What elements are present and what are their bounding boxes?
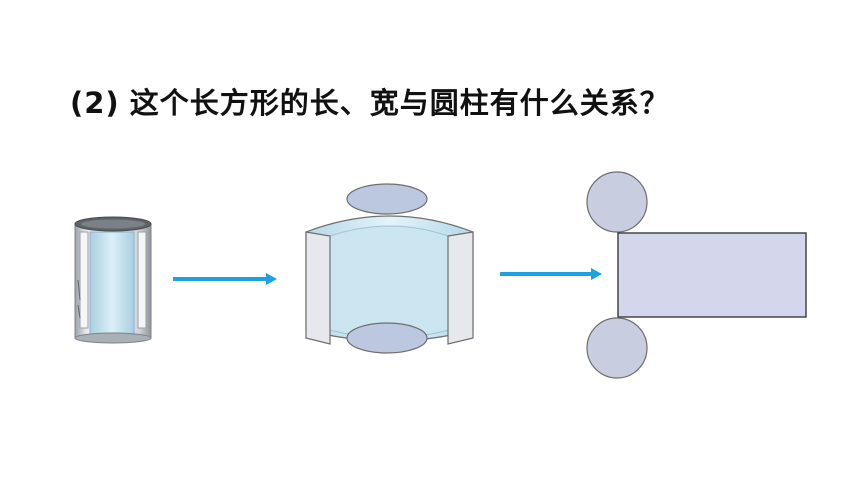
question-number: (2) [70,86,120,120]
side-rectangle [617,232,807,318]
cylinder-can [74,216,152,344]
bottom-circle [586,317,648,379]
top-circle [586,171,648,233]
unrolling-cylinder [305,183,474,354]
question-title: (2) 这个长方形的长、宽与圆柱有什么关系？ [70,80,670,122]
arrow-right-1 [173,273,277,285]
cylinder-net [586,171,807,379]
arrow-right-2 [500,268,602,280]
question-text: 这个长方形的长、宽与圆柱有什么关系？ [129,86,670,120]
bottom-lid [346,322,428,354]
top-lid [346,183,428,215]
